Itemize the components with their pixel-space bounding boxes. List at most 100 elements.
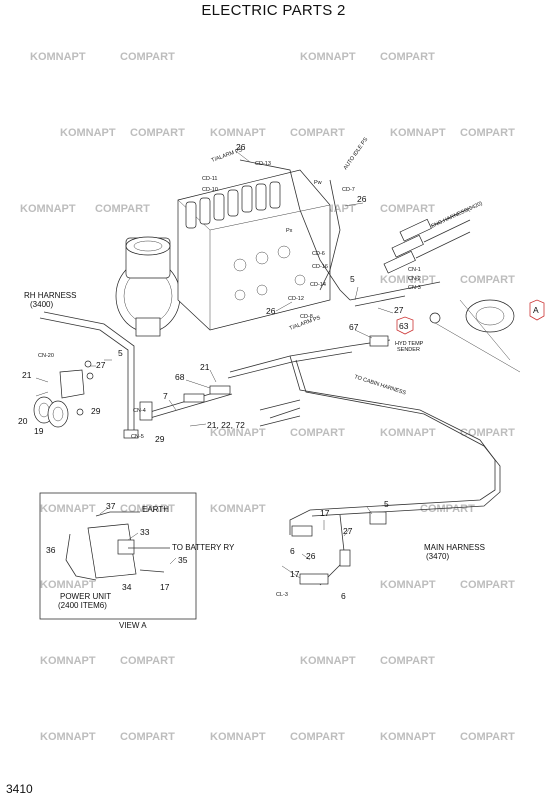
watermark-text: KOMNAPT: [40, 579, 96, 591]
callout-17: 17: [160, 582, 170, 592]
callout-36: 36: [46, 545, 56, 555]
main-control-valve: [177, 169, 331, 331]
watermark-text: KOMNAPT: [210, 127, 266, 139]
callout-numbers: 26 26 26 26 5 5 5 27 27 27 67 68 21 21 2…: [18, 142, 404, 601]
callout-29: 29: [155, 434, 165, 444]
connector-cn4: CN-4: [133, 408, 146, 414]
watermark-text: COMPART: [120, 731, 175, 743]
callout-7: 7: [163, 391, 168, 401]
watermark-row: KOMNAPT COMPART KOMNAPT COMPART: [40, 655, 435, 667]
watermark-text: KOMNAPT: [300, 51, 356, 63]
callout-20: 20: [18, 416, 28, 426]
callout-6: 6: [341, 591, 346, 601]
auto-idle-ps-label: AUTO IDLE PS: [343, 136, 370, 171]
watermark-text: KOMNAPT: [210, 731, 266, 743]
connector-codes: CD-13 CD-11 CD-10 CD-7 CD-6 CD-12 CD-14 …: [38, 161, 421, 598]
callout-29: 29: [91, 406, 101, 416]
hyd-temp-sender-part: [429, 299, 521, 373]
connector-cd8: CD-8: [300, 314, 313, 320]
connector-cn5: CN-5: [131, 434, 144, 440]
sender-label: SENDER: [397, 347, 420, 353]
connector-cn2: CN-2: [408, 276, 421, 282]
earth-label: EARTH: [142, 505, 169, 514]
callout-26: 26: [236, 142, 246, 152]
callout-21: 21: [22, 370, 32, 380]
harness-lines: [39, 159, 501, 586]
watermark-text: COMPART: [120, 51, 175, 63]
callout-27: 27: [343, 526, 353, 536]
watermark-text: COMPART: [290, 127, 345, 139]
callout-5: 5: [118, 348, 123, 358]
watermark-text: COMPART: [380, 655, 435, 667]
connector-cd16: CD-16: [312, 264, 328, 270]
leader-lines: [35, 151, 394, 579]
connector-cd6: CD-6: [312, 251, 325, 257]
watermark-text: COMPART: [290, 731, 345, 743]
page-title: ELECTRIC PARTS 2: [201, 2, 346, 19]
watermark-text: COMPART: [460, 579, 515, 591]
hyd-temp-label: HYD TEMP: [395, 341, 424, 347]
watermark-text: KOMNAPT: [210, 427, 266, 439]
callout-6: 6: [290, 546, 295, 556]
port-pw: Pw: [314, 180, 322, 186]
watermark-row: KOMNAPT COMPART: [380, 274, 515, 286]
to-battery-ry-label: TO BATTERY RY: [172, 543, 235, 552]
watermark-text: COMPART: [460, 731, 515, 743]
connector-cd13: CD-13: [255, 161, 271, 167]
callout-19: 19: [34, 426, 44, 436]
connector-cd7: CD-7: [342, 187, 355, 193]
to-cabin-harness-label: TO CABIN HARNESS: [353, 374, 407, 396]
watermark-row: KOMNAPT COMPART KOMNAPT COMPART KOMNAPT …: [40, 731, 515, 743]
watermark-text: KOMNAPT: [300, 655, 356, 667]
watermark-text: KOMNAPT: [380, 579, 436, 591]
callout-21: 21: [200, 362, 210, 372]
watermark-text: COMPART: [460, 427, 515, 439]
connector-cd14: CD-14: [310, 282, 326, 288]
connector-cn20: CN-20: [38, 353, 54, 359]
connector-bodies: [76, 312, 441, 585]
connector-cn1: CN-1: [408, 267, 421, 273]
view-a-label: VIEW A: [119, 621, 147, 630]
callout-26: 26: [266, 306, 276, 316]
callout-37: 37: [106, 501, 116, 511]
connector-cn3: CN-3: [408, 285, 421, 291]
rh-harness-label: RH HARNESS: [24, 291, 76, 300]
watermark-text: COMPART: [130, 127, 185, 139]
eng-harness-connectors: [383, 207, 471, 274]
callout-34: 34: [122, 582, 132, 592]
connector-cl3: CL-3: [276, 592, 288, 598]
watermark-text: KOMNAPT: [210, 503, 266, 515]
watermark-text: COMPART: [460, 274, 515, 286]
callout-17: 17: [320, 508, 330, 518]
connector-cd12: CD-12: [288, 296, 304, 302]
watermark-text: KOMNAPT: [380, 427, 436, 439]
connector-cd10: CD-10: [202, 187, 218, 193]
watermark-text: KOMNAPT: [380, 274, 436, 286]
watermark-text: KOMNAPT: [60, 127, 116, 139]
callout-68: 68: [175, 372, 185, 382]
watermark-text: COMPART: [290, 427, 345, 439]
main-harness-ref: (3470): [426, 552, 449, 561]
watermark-row: KOMNAPT KOMNAPT COMPART: [40, 579, 515, 591]
callout-5: 5: [350, 274, 355, 284]
detail-a-label: A: [533, 305, 539, 315]
callout-26: 26: [357, 194, 367, 204]
port-px: Px: [286, 228, 293, 234]
detail-markers: A 63: [396, 299, 545, 335]
watermark-layer: KOMNAPT COMPART KOMNAPT COMPART KOMNAPT …: [20, 51, 515, 743]
watermark-text: COMPART: [420, 503, 475, 515]
watermark-row: KOMNAPT COMPART KOMNAPT COMPART: [210, 427, 515, 439]
callout-67: 67: [349, 322, 359, 332]
watermark-text: COMPART: [380, 203, 435, 215]
callout-35: 35: [178, 555, 188, 565]
eng-harness-label: ENG.HARNESS(3420): [430, 201, 483, 230]
main-harness-label: MAIN HARNESS: [424, 543, 485, 552]
watermark-text: COMPART: [120, 655, 175, 667]
watermark-text: KOMNAPT: [40, 731, 96, 743]
watermark-text: KOMNAPT: [40, 655, 96, 667]
callout-26: 26: [306, 551, 316, 561]
watermark-text: COMPART: [380, 51, 435, 63]
callout-5: 5: [384, 499, 389, 509]
watermark-text: COMPART: [95, 203, 150, 215]
